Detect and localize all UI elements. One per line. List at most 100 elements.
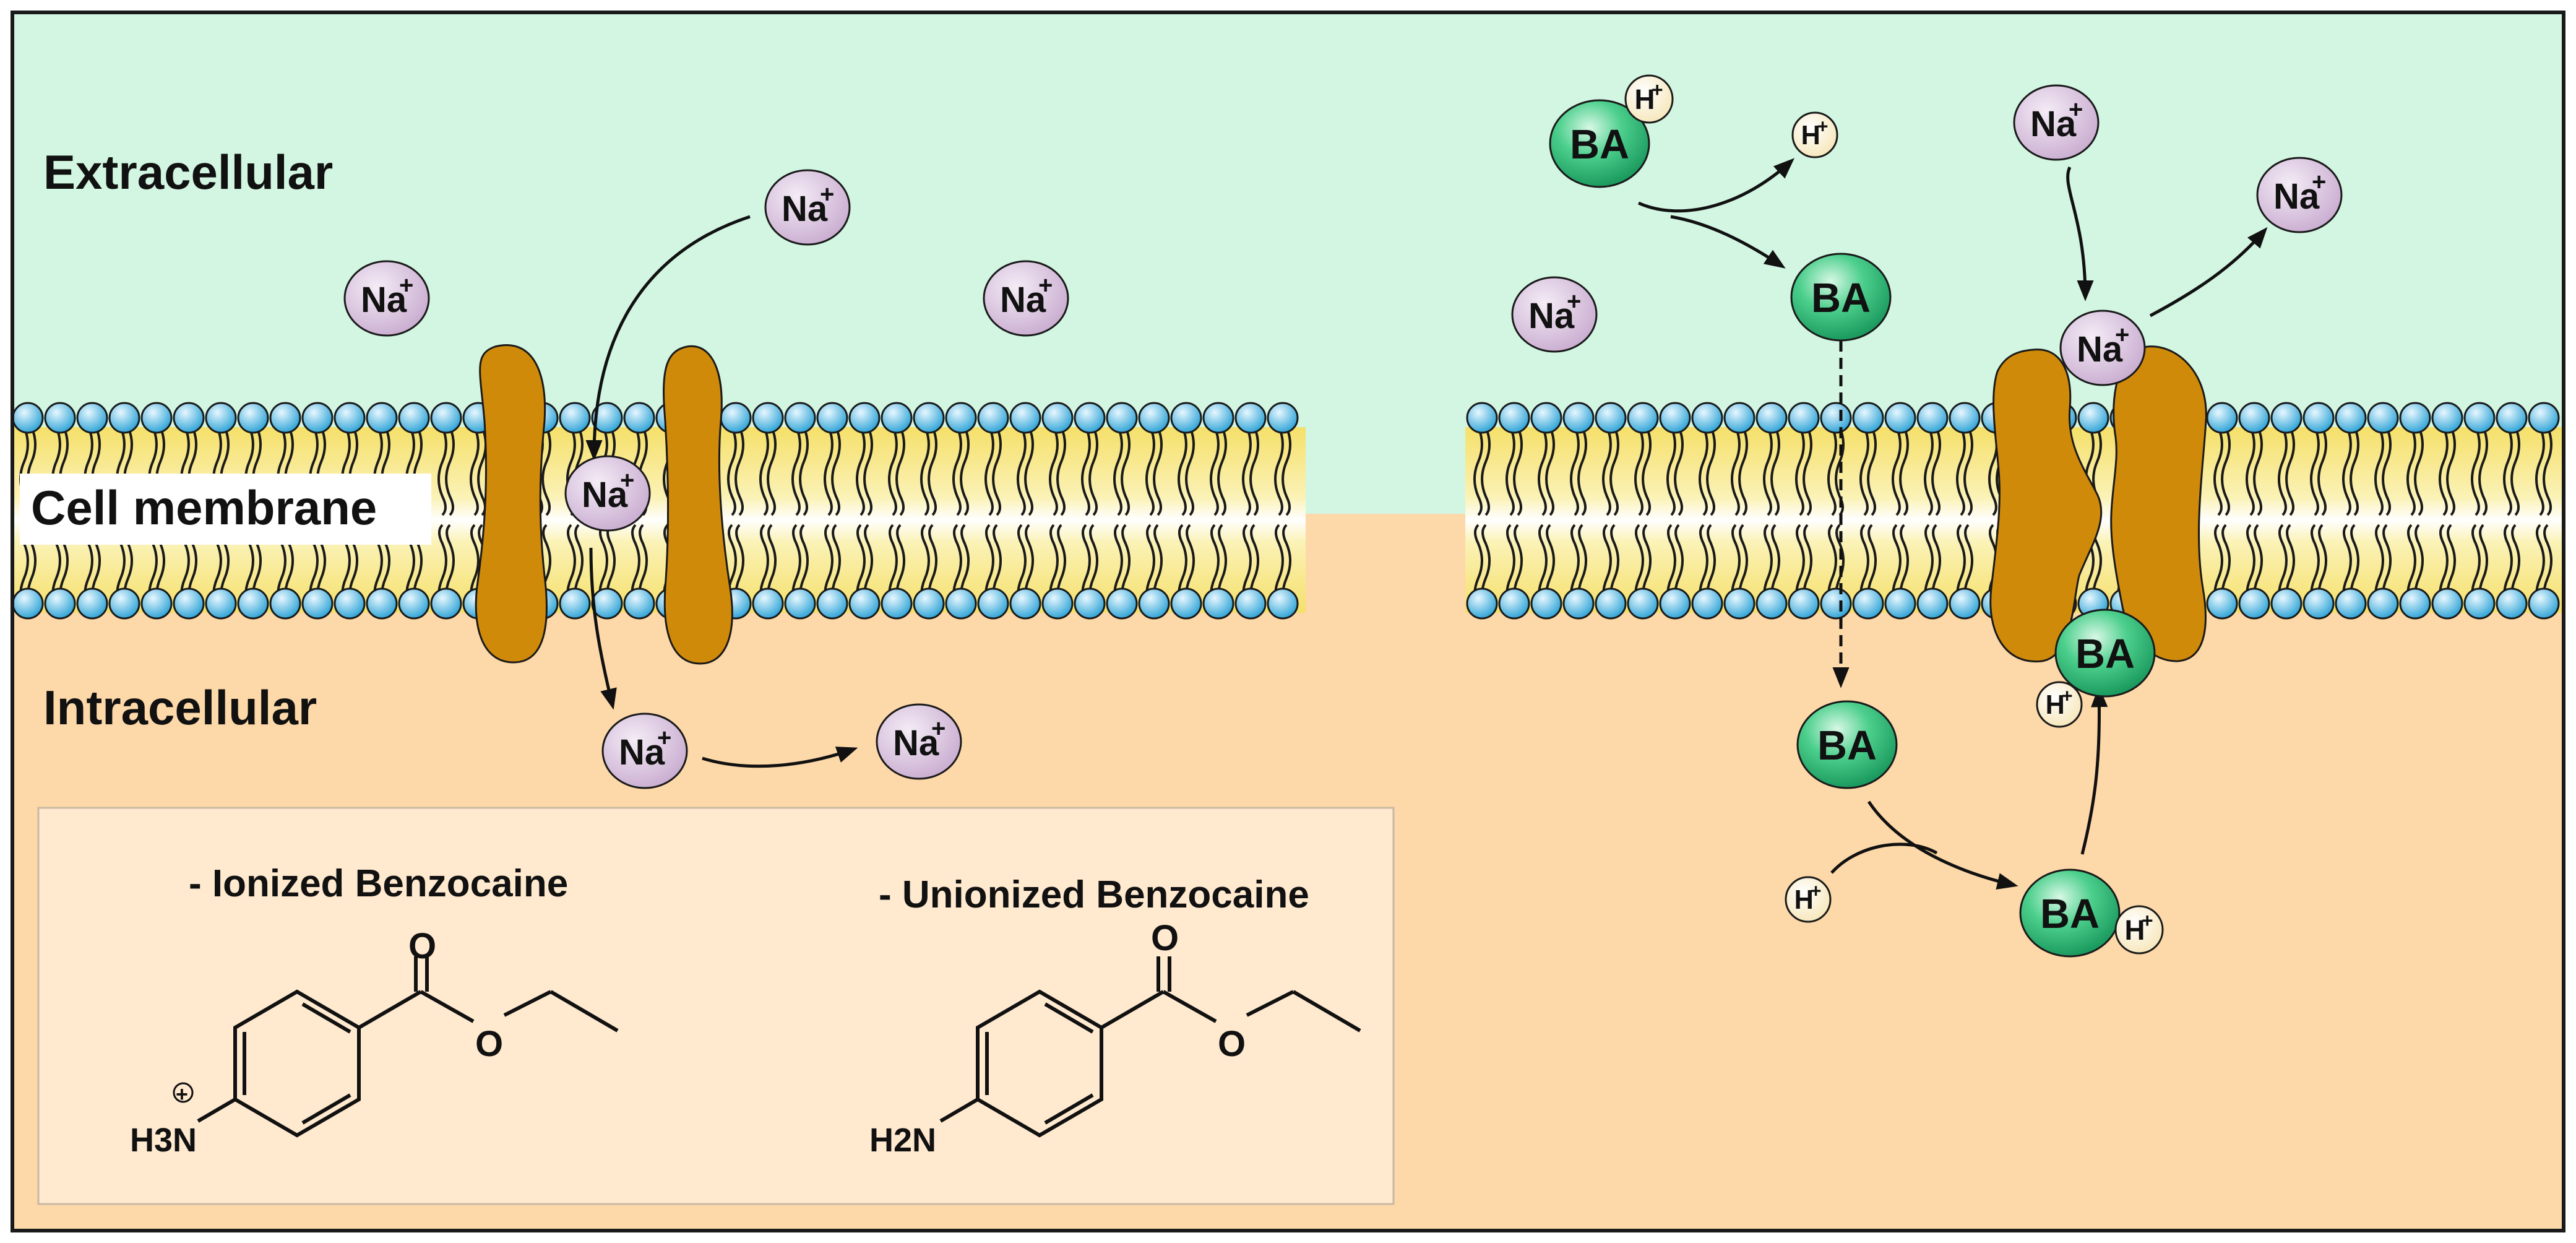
- lipid-tail: [469, 427, 480, 516]
- proton-on-benzocaine-extracellular: H+: [1624, 74, 1674, 124]
- lipid-tail: [1609, 427, 1620, 516]
- lipid-head: [1138, 402, 1170, 434]
- lipid-head: [1627, 402, 1659, 434]
- lipid-head: [881, 402, 913, 434]
- lipid-head: [1691, 587, 1723, 620]
- lipid-head: [1627, 587, 1659, 620]
- proton-symbol: H: [1634, 84, 1655, 115]
- lipid-tail: [1185, 427, 1195, 516]
- lipid-head: [2399, 587, 2431, 620]
- lipid-tail: [928, 427, 938, 516]
- lipid-head: [1562, 402, 1595, 434]
- charge-sign: +: [2069, 96, 2083, 123]
- lipid-head: [1234, 587, 1267, 620]
- lipid-tail: [1080, 427, 1091, 516]
- lipid-tail: [1642, 427, 1652, 516]
- lipid-head: [977, 587, 1009, 620]
- lipid-head: [2077, 402, 2109, 434]
- lipid-head: [2463, 402, 2496, 434]
- benzocaine-symbol: BA: [1811, 275, 1871, 321]
- lipid-tail: [2438, 427, 2449, 516]
- lipid-tail: [1513, 427, 1523, 516]
- lipid-head: [2238, 587, 2270, 620]
- lipid-tail: [2309, 427, 2320, 516]
- charge-sign: +: [2312, 168, 2326, 196]
- arrow-na-exiting-channel: [589, 547, 617, 710]
- lipid-tail: [734, 427, 745, 516]
- lipid-tail: [1241, 427, 1252, 516]
- lipid-head: [205, 587, 237, 620]
- charge-sign: +: [399, 272, 413, 299]
- lipid-tail: [1577, 427, 1588, 516]
- lipid-head: [2206, 587, 2238, 620]
- figure-frame: [11, 11, 2565, 1232]
- lipid-head: [784, 587, 816, 620]
- lipid-tail: [541, 427, 552, 516]
- lipid-tail: [1481, 427, 1491, 516]
- lipid-head: [1884, 402, 1916, 434]
- charge-sign: +: [1817, 116, 1829, 137]
- charge-sign: +: [1038, 272, 1053, 299]
- lipid-head: [2431, 587, 2463, 620]
- lipid-tail: [1794, 427, 1805, 516]
- lipid-head: [1202, 402, 1234, 434]
- charge-sign: +: [620, 467, 634, 494]
- lipid-head: [1916, 587, 1949, 620]
- lipid-head: [2367, 402, 2399, 434]
- lipid-head: [12, 402, 44, 434]
- benzocaine-symbol: BA: [2075, 631, 2135, 677]
- lipid-tail: [1273, 427, 1284, 516]
- proton-on-channel-benzocaine: H+: [2036, 681, 2083, 728]
- lipid-head: [816, 402, 848, 434]
- lipid-head: [1723, 587, 1755, 620]
- benzocaine-symbol: BA: [1817, 723, 1877, 769]
- lipid-head: [977, 402, 1009, 434]
- lipid-tail: [887, 427, 898, 516]
- lipid-head: [559, 587, 591, 620]
- lipid-head: [623, 587, 655, 620]
- lipid-head: [1202, 587, 1234, 620]
- lipid-tail: [2414, 427, 2424, 516]
- lipid-head: [913, 587, 945, 620]
- lipid-head: [2528, 402, 2560, 434]
- lipid-head: [2238, 402, 2270, 434]
- lipid-tail: [1931, 427, 1942, 516]
- lipid-tail: [952, 427, 962, 516]
- lipid-tail: [1634, 427, 1644, 516]
- lipid-head: [591, 587, 623, 620]
- lipid-tail: [2406, 427, 2416, 516]
- lipid-tail: [992, 427, 1002, 516]
- lipid-tail: [1674, 427, 1684, 516]
- sodium-channel-right-wall: [663, 345, 733, 665]
- proton-on-benzocaine-intracellular: H+: [2114, 905, 2164, 955]
- lipid-head: [2270, 402, 2302, 434]
- lipid-head: [1788, 587, 1820, 620]
- arrow-na-leaving-blocked-channel: [2149, 227, 2268, 318]
- lipid-tail: [1088, 427, 1099, 516]
- intracellular-label: Intracellular: [43, 680, 317, 735]
- lipid-head: [269, 587, 301, 620]
- lipid-tail: [2253, 427, 2264, 516]
- sodium-symbol: Na: [782, 189, 828, 229]
- lipid-head: [1852, 587, 1884, 620]
- unionized-benzocaine-structure: [939, 956, 1361, 1138]
- lipid-tail: [823, 427, 834, 516]
- lipid-head: [301, 402, 334, 434]
- lipid-head: [1074, 587, 1106, 620]
- lipid-head: [366, 402, 398, 434]
- lipid-head: [559, 402, 591, 434]
- lipid-tail: [1048, 427, 1059, 516]
- ionized-amine-charge: +: [176, 1083, 188, 1106]
- benzocaine-symbol: BA: [1570, 122, 1629, 168]
- lipid-tail: [1505, 427, 1515, 516]
- lipid-head: [1041, 587, 1074, 620]
- lipid-tail: [1545, 427, 1556, 516]
- lipid-tail: [1859, 427, 1869, 516]
- lipid-tail: [1121, 427, 1131, 516]
- arrow-h-join: [1830, 842, 1938, 874]
- lipid-tail: [1963, 427, 1974, 516]
- lipid-head: [237, 587, 269, 620]
- lipid-head: [591, 402, 623, 434]
- lipid-head: [913, 402, 945, 434]
- lipid-head: [2367, 587, 2399, 620]
